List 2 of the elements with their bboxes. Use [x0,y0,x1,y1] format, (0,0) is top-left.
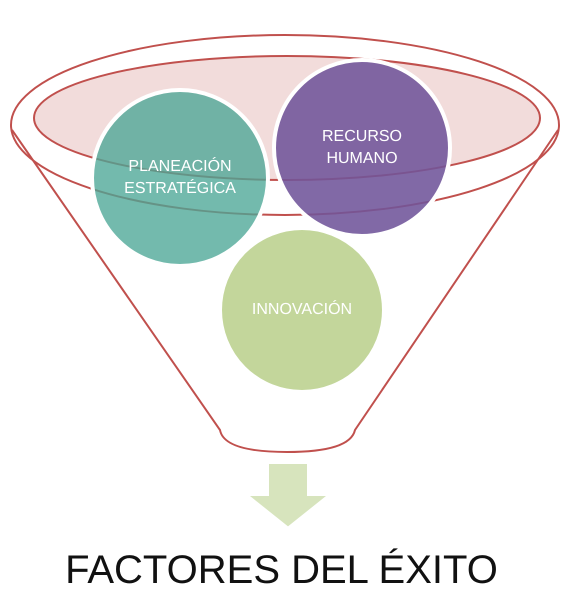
down-arrow [250,464,326,526]
result-title: FACTORES DEL ÉXITO [40,548,523,593]
